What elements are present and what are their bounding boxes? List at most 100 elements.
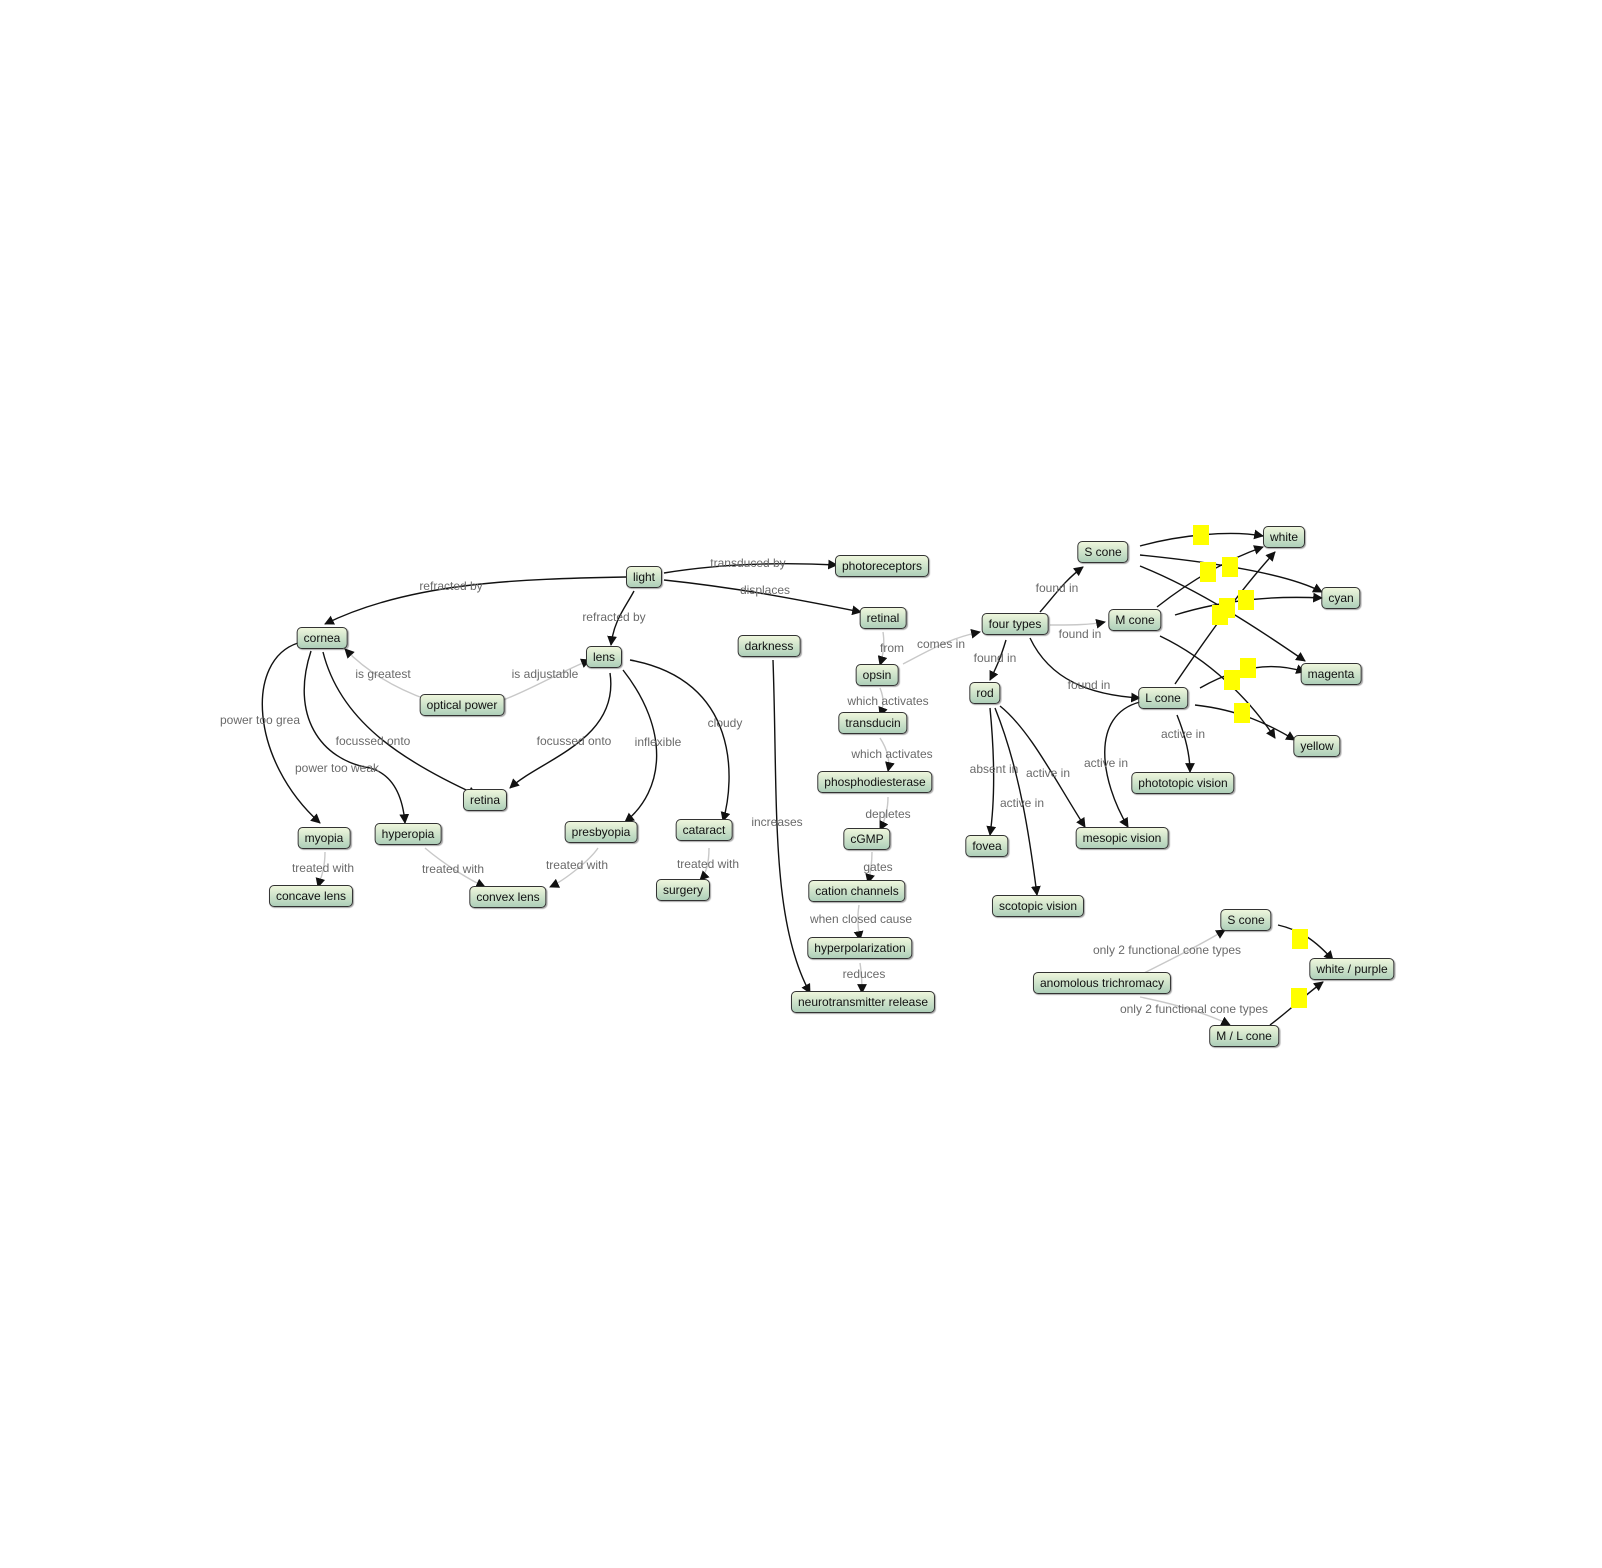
node-four-types[interactable]: four types: [981, 613, 1049, 635]
note-icon[interactable]: [1238, 590, 1254, 610]
edge-scone-cyan: [1139, 554, 1323, 593]
node-phototopic-vision[interactable]: phototopic vision: [1131, 772, 1235, 794]
edge-rod-fovea: [986, 707, 997, 836]
note-icon[interactable]: [1292, 929, 1308, 949]
node-yellow[interactable]: yellow: [1293, 735, 1341, 757]
edge-anom-scone: [1139, 929, 1226, 976]
edge-anom-mlcone: [1139, 996, 1231, 1026]
edge-label: focussed onto: [536, 734, 612, 748]
node-hyperpolarization[interactable]: hyperpolarization: [807, 937, 913, 959]
edge-hyperopia-convex: [424, 847, 486, 888]
note-icon[interactable]: [1222, 557, 1238, 577]
node-light[interactable]: light: [625, 566, 663, 588]
node-cgmp[interactable]: cGMP: [843, 828, 891, 850]
edge-label: treated with: [291, 861, 355, 875]
node-lens[interactable]: lens: [585, 646, 623, 668]
node-ml-cone[interactable]: M / L cone: [1209, 1025, 1279, 1047]
edge-fourtypes-lcone: [1029, 637, 1141, 703]
edge-label: treated with: [421, 862, 485, 876]
edge-pde-cgmp: [879, 796, 889, 831]
node-cation-channels[interactable]: cation channels: [808, 880, 906, 902]
node-convex-lens[interactable]: convex lens: [469, 886, 547, 908]
node-surgery[interactable]: surgery: [655, 879, 711, 901]
node-scotopic-vision[interactable]: scotopic vision: [991, 895, 1085, 917]
edge-lens-presbyopia: [622, 669, 658, 823]
node-mesopic-vision[interactable]: mesopic vision: [1075, 827, 1169, 849]
edge-label: depletes: [865, 807, 911, 821]
node-transducin[interactable]: transducin: [838, 712, 908, 734]
edge-label: is greatest: [355, 667, 411, 681]
note-icon[interactable]: [1234, 703, 1250, 723]
note-icon[interactable]: [1193, 525, 1209, 545]
node-cornea[interactable]: cornea: [296, 627, 348, 649]
node-white[interactable]: white: [1262, 526, 1306, 548]
edge-label: displaces: [739, 583, 791, 597]
edge-label: found in: [973, 651, 1017, 665]
edge-opsin-fourtypes: [902, 628, 981, 665]
edge-transducin-pde: [879, 737, 895, 772]
edge-label: increases: [751, 815, 803, 829]
edge-label: reduces: [842, 967, 886, 981]
node-s-cone-2[interactable]: S cone: [1220, 909, 1272, 931]
edge-label: focussed onto: [335, 734, 411, 748]
node-anomolous-trichromacy[interactable]: anomolous trichromacy: [1032, 972, 1172, 994]
edge-lcone-photopic: [1176, 714, 1195, 773]
edge-label: which activates: [851, 747, 933, 761]
node-optical-power[interactable]: optical power: [419, 694, 505, 716]
edge-label: refracted by: [582, 610, 646, 624]
node-m-cone[interactable]: M cone: [1108, 609, 1162, 631]
edge-label: active in: [1160, 727, 1206, 741]
node-concave-lens[interactable]: concave lens: [268, 885, 354, 907]
edge-label: only 2 functional cone types: [1119, 1002, 1269, 1016]
note-icon[interactable]: [1219, 598, 1235, 618]
edge-presbyopia-convex: [549, 847, 599, 888]
edge-light-lens: [607, 590, 635, 646]
edge-lens-cataract: [629, 659, 731, 822]
node-retina[interactable]: retina: [462, 789, 508, 811]
node-hyperopia[interactable]: hyperopia: [374, 823, 442, 845]
edge-light-retinal: [663, 579, 862, 616]
edge-label: is adjustable: [511, 667, 579, 681]
note-icon[interactable]: [1224, 670, 1240, 690]
node-darkness[interactable]: darkness: [737, 635, 801, 657]
node-l-cone[interactable]: L cone: [1138, 687, 1188, 709]
node-cataract[interactable]: cataract: [675, 819, 733, 841]
node-neurotransmitter-release[interactable]: neurotransmitter release: [790, 991, 936, 1013]
node-myopia[interactable]: myopia: [297, 827, 351, 849]
node-phosphodiesterase[interactable]: phosphodiesterase: [817, 771, 933, 793]
edge-label: which activates: [847, 694, 929, 708]
node-magenta[interactable]: magenta: [1300, 663, 1362, 685]
node-retinal[interactable]: retinal: [859, 607, 907, 629]
node-photoreceptors[interactable]: photoreceptors: [834, 555, 930, 577]
edge-label: from: [880, 641, 904, 655]
edge-label: inflexible: [634, 735, 682, 749]
edge-fourtypes-rod: [989, 639, 1007, 681]
edge-label: only 2 functional cone types: [1092, 943, 1242, 957]
edge-label: found in: [1035, 581, 1079, 595]
edge-label: comes in: [916, 637, 966, 651]
node-rod[interactable]: rod: [969, 682, 1001, 704]
edge-lcone-yellow: [1194, 704, 1296, 741]
edge-label: active in: [1025, 766, 1071, 780]
edge-label: power too grea: [219, 713, 301, 727]
note-icon[interactable]: [1200, 562, 1216, 582]
edge-label: gates: [863, 860, 893, 874]
edge-label: power too weak: [294, 761, 380, 775]
edge-label: found in: [1058, 627, 1102, 641]
edge-label: treated with: [676, 857, 740, 871]
node-s-cone[interactable]: S cone: [1077, 541, 1129, 563]
node-cyan[interactable]: cyan: [1321, 587, 1361, 609]
edge-optical-power-lens: [502, 658, 591, 701]
note-icon[interactable]: [1240, 658, 1256, 678]
node-opsin[interactable]: opsin: [855, 664, 899, 686]
edge-label: absent in: [969, 762, 1019, 776]
edge-fourtypes-scone: [1039, 566, 1084, 613]
note-icon[interactable]: [1291, 988, 1307, 1008]
node-presbyopia[interactable]: presbyopia: [564, 821, 638, 843]
edge-retinal-opsin: [877, 631, 888, 666]
edge-label: treated with: [545, 858, 609, 872]
node-fovea[interactable]: fovea: [965, 835, 1009, 857]
node-white-purple[interactable]: white / purple: [1309, 958, 1395, 980]
